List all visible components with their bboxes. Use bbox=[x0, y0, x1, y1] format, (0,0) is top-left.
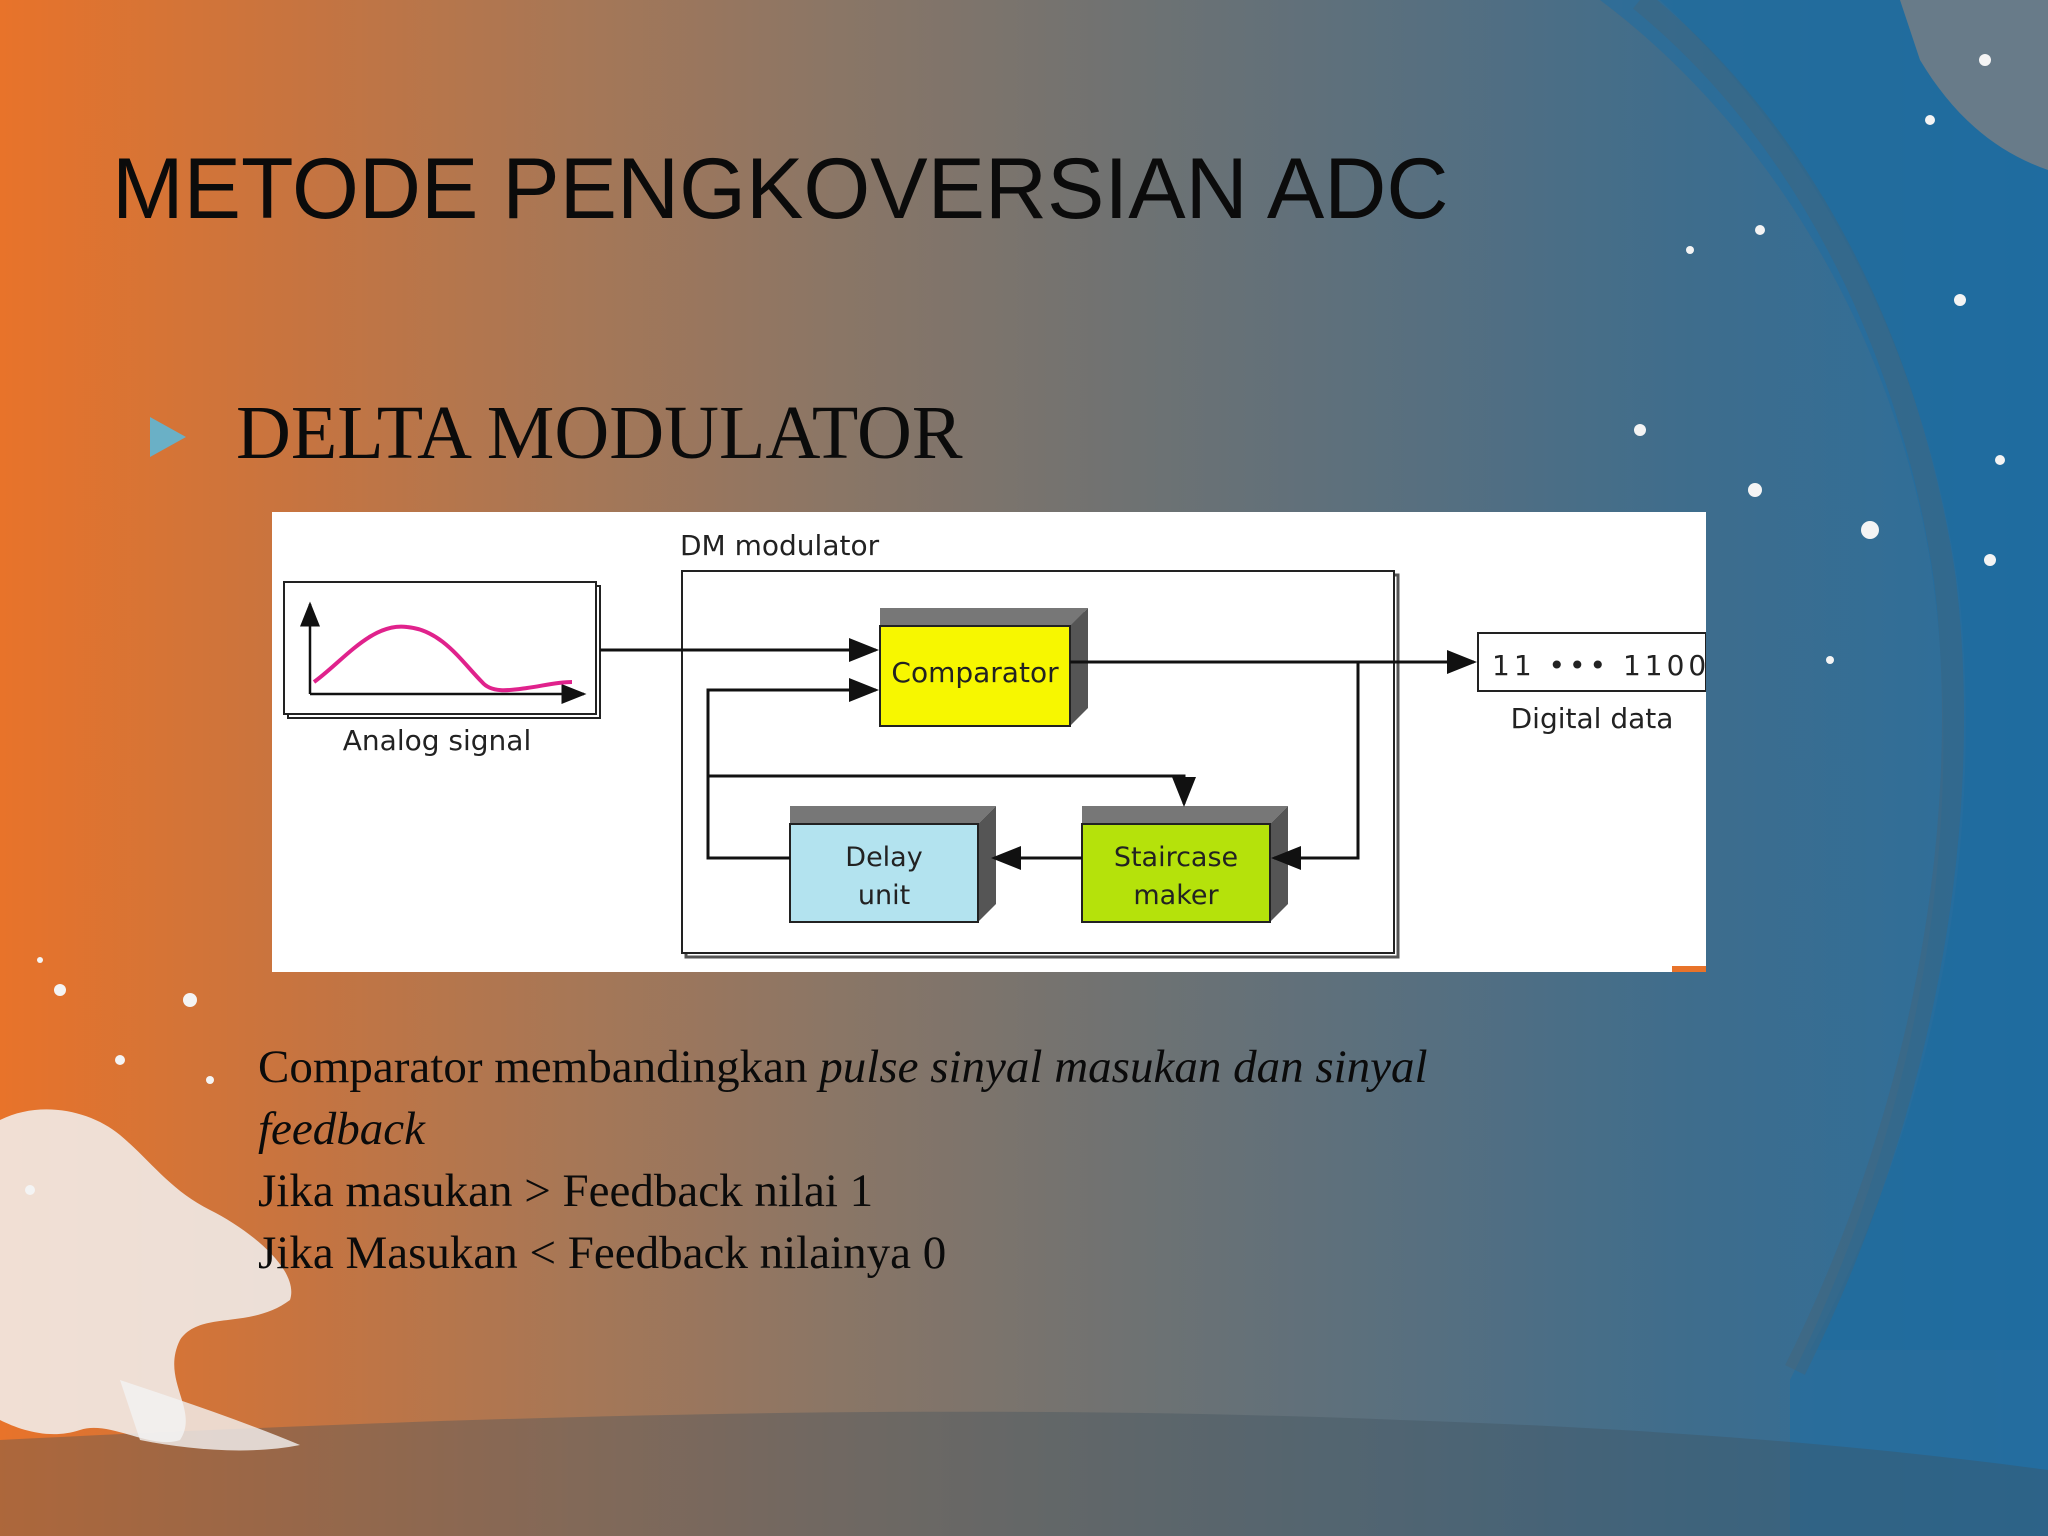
slide-title: METODE PENGKOVERSIAN ADC bbox=[112, 141, 1449, 237]
digital-bits-text: 11 ••• 1100 bbox=[1492, 649, 1706, 682]
body-line-4: Jika Masukan < Feedback nilainya 0 bbox=[258, 1227, 947, 1279]
body-text: Comparator membandingkan pulse sinyal ma… bbox=[258, 1036, 1638, 1284]
bullet-item: DELTA MODULATOR bbox=[150, 390, 963, 477]
orange-corner-mark bbox=[1672, 966, 1706, 972]
bullet-text: DELTA MODULATOR bbox=[236, 391, 963, 475]
delta-modulator-diagram: Analog signal DM modulator Comparator St… bbox=[272, 512, 1707, 972]
digital-data-box: 11 ••• 1100 bbox=[1477, 632, 1707, 692]
staircase-label-line1: Staircase bbox=[1114, 842, 1238, 873]
delay-unit-block: Delay unit bbox=[789, 806, 996, 923]
body-line-1: Comparator membandingkan pulse sinyal ma… bbox=[258, 1036, 1638, 1098]
comparator-label: Comparator bbox=[891, 656, 1059, 689]
dm-modulator-label: DM modulator bbox=[680, 529, 880, 562]
bullet-arrow-icon bbox=[150, 416, 186, 457]
body-line-1-normal: Comparator membandingkan bbox=[258, 1041, 820, 1093]
diagram-svg: Analog signal DM modulator Comparator St… bbox=[283, 529, 1707, 959]
delay-label-line2: unit bbox=[858, 880, 910, 911]
analog-signal-box bbox=[283, 581, 601, 719]
comparator-block: Comparator bbox=[879, 608, 1088, 727]
signal-connections bbox=[600, 638, 1477, 870]
body-line-2: feedback bbox=[258, 1098, 1638, 1160]
delay-label-line1: Delay bbox=[845, 842, 922, 873]
body-line-3: Jika masukan > Feedback nilai 1 bbox=[258, 1165, 874, 1217]
digital-data-label: Digital data bbox=[1511, 702, 1674, 735]
staircase-label-line2: maker bbox=[1133, 880, 1219, 911]
analog-signal-label: Analog signal bbox=[343, 724, 531, 757]
body-line-1-italic: pulse sinyal masukan dan sinyal bbox=[819, 1041, 1428, 1093]
body-line-2-italic: feedback bbox=[258, 1103, 426, 1155]
analog-signal-curve bbox=[312, 624, 573, 693]
staircase-maker-block: Staircase maker bbox=[1081, 806, 1288, 923]
